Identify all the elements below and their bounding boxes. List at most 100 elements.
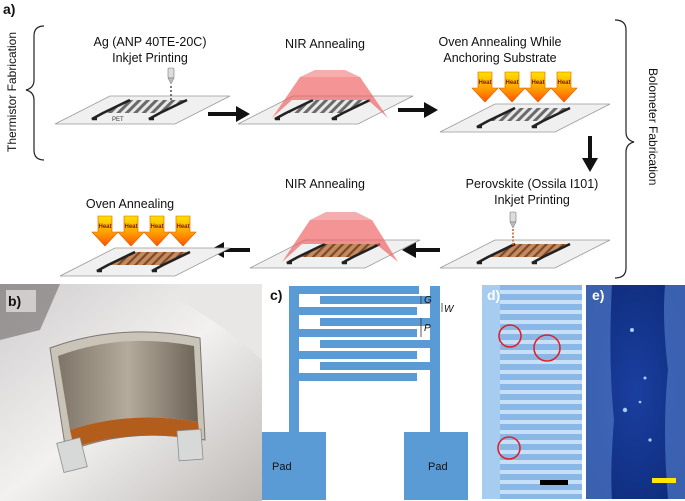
heat-arrow-icon: Heat [498, 71, 526, 103]
svg-text:Heat: Heat [150, 224, 163, 230]
pitch-label: P [424, 323, 431, 334]
contact-pad-right [176, 428, 204, 462]
finger [299, 373, 417, 381]
particle [638, 400, 642, 404]
step4-line2: Inkjet Printing [494, 193, 570, 207]
step1-line1: Ag (ANP 40TE-20C) [93, 35, 206, 49]
left-comb-bus [289, 286, 299, 432]
svg-text:Heat: Heat [557, 80, 570, 86]
arrow-left-head [402, 242, 416, 258]
pad-right-label: Pad [428, 461, 448, 473]
svg-text:Heat: Heat [176, 224, 189, 230]
panel-d-micrograph: d) [482, 285, 582, 499]
step-nir-annealing-1: NIR Annealing [237, 37, 414, 125]
svg-text:Heat: Heat [478, 80, 491, 86]
scale-bar [652, 478, 676, 483]
panel-c-schematic: c) Pad Pad G W P [262, 286, 468, 500]
panel-label-c: c) [270, 287, 282, 303]
panel-label-e: e) [592, 287, 604, 303]
electrode-right [531, 106, 571, 129]
sensing-film [58, 340, 198, 430]
defect-circle [498, 324, 522, 348]
step-ag-inkjet: Ag (ANP 40TE-20C) Inkjet Printing PET [54, 35, 231, 125]
heat-arrow-icon: Heat [91, 215, 119, 247]
finger [299, 329, 417, 337]
particle [648, 438, 652, 442]
width-label: W [444, 304, 455, 315]
inkjet-nozzle-icon [167, 67, 175, 100]
right-brace [614, 19, 635, 279]
electrode-left [274, 98, 314, 121]
nir-beam-top [310, 212, 372, 220]
left-comb-top [289, 286, 419, 294]
gap-label: G [424, 295, 432, 306]
left-side-label: Thermistor Fabrication [5, 32, 19, 152]
nir-beam-top [300, 70, 360, 77]
heat-arrow-icon: Heat [550, 71, 578, 103]
panel-label-a: a) [3, 1, 15, 17]
step4-line1: Perovskite (Ossila I101) [466, 177, 599, 191]
finger [320, 340, 430, 348]
heat-arrow-icon: Heat [143, 215, 171, 247]
electrode-right [331, 98, 371, 121]
heat-arrow-icon: Heat [169, 215, 197, 247]
step-oven-annealing: Oven Annealing Heat Heat Heat Heat [59, 197, 231, 277]
step-oven-anchoring: Oven Annealing While Anchoring Substrate… [439, 35, 611, 133]
particle [643, 376, 647, 380]
step3-line1: Oven Annealing While [439, 35, 562, 49]
left-brace [25, 25, 45, 161]
film-edge-left [586, 285, 614, 499]
scale-bar [540, 480, 568, 485]
interdigitated-fingers [500, 290, 582, 494]
svg-text:Heat: Heat [124, 224, 137, 230]
finger [299, 351, 417, 359]
step-nir-annealing-2: NIR Annealing [249, 177, 421, 269]
electrode-left [286, 242, 326, 265]
electrode-array [70, 417, 200, 448]
particle [622, 407, 628, 413]
electrode-right [148, 98, 188, 121]
arrow-down-head [582, 158, 598, 172]
electrode-left [476, 242, 516, 265]
electrode-right [151, 250, 191, 273]
nir-beam-icon [272, 77, 388, 118]
panel-label-b: b) [8, 293, 21, 309]
right-side-label: Bolometer Fabrication [646, 68, 660, 185]
step3-line2: Anchoring Substrate [443, 51, 556, 65]
step6-label: Oven Annealing [86, 197, 174, 211]
finger [320, 296, 430, 304]
arrow-right-head [236, 106, 250, 122]
step2-label: NIR Annealing [285, 37, 365, 51]
bus-bar [482, 285, 500, 499]
film-edge-right [664, 285, 685, 499]
electrode-left [91, 98, 131, 121]
step1-line2: Inkjet Printing [112, 51, 188, 65]
defect-circle [497, 436, 521, 460]
step5-label: NIR Annealing [285, 177, 365, 191]
electrode-left [476, 106, 516, 129]
heat-arrow-icon: Heat [117, 215, 145, 247]
svg-text:Heat: Heat [531, 80, 544, 86]
finger [320, 362, 430, 370]
substrate-label: PET [112, 117, 124, 123]
panel-label-bg [6, 290, 36, 312]
panel-a: a) Thermistor Fabrication Bolometer Fabr… [3, 1, 660, 279]
right-comb-bus [430, 286, 440, 432]
svg-text:Heat: Heat [98, 224, 111, 230]
pad-left [262, 432, 326, 500]
panel-b-photo: b) [0, 284, 262, 501]
finger [320, 318, 430, 326]
svg-text:Heat: Heat [505, 80, 518, 86]
electrode-left [96, 250, 136, 273]
nir-beam-icon [282, 220, 398, 262]
pad-right [404, 432, 468, 500]
contact-pad-left [56, 437, 88, 473]
glove-highlight [180, 284, 262, 360]
finger [299, 307, 417, 315]
step-perovskite-inkjet: Perovskite (Ossila I101) Inkjet Printing [439, 177, 611, 269]
particle [630, 328, 634, 332]
electrode-right [531, 242, 571, 265]
heat-arrow-icon: Heat [524, 71, 552, 103]
panel-e-micrograph: e) [586, 285, 685, 499]
